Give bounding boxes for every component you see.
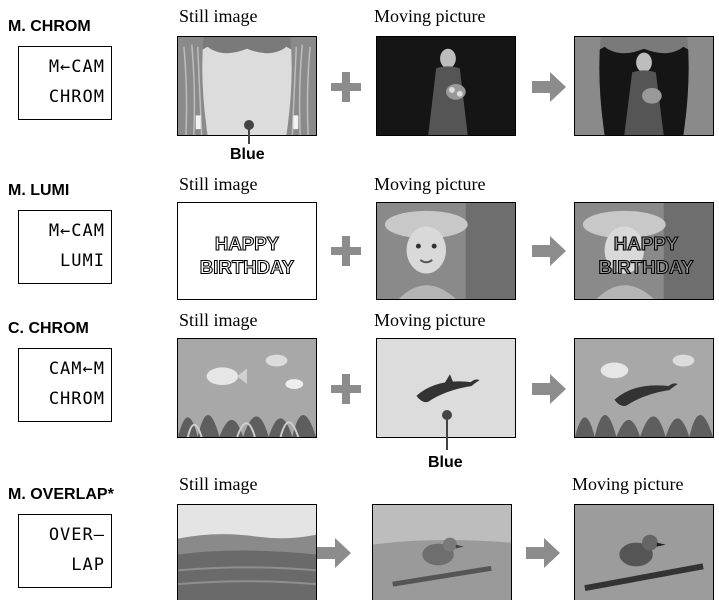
stage-curtain-image	[178, 37, 316, 135]
composited-dolphin-aquarium-image	[575, 339, 713, 437]
arrow-right-icon	[317, 538, 351, 568]
still-text-line-2: BIRTHDAY	[200, 257, 295, 278]
bird-over-landscape-image	[373, 505, 511, 600]
callout-blue-label: Blue	[428, 454, 463, 471]
moving-picture-woman-frame	[376, 36, 516, 136]
caption-moving-picture: Moving picture	[374, 310, 486, 330]
caption-still-image: Still image	[179, 174, 258, 194]
still-image-landscape-frame	[177, 504, 317, 600]
moving-picture-bird-frame	[574, 504, 714, 600]
caption-moving-picture: Moving picture	[572, 474, 684, 494]
plus-icon	[331, 374, 361, 404]
lcd-line-2: LAP	[71, 555, 105, 575]
mode-title-m-overlap: M. OVERLAP*	[8, 486, 114, 503]
still-image-aquarium-frame	[177, 338, 317, 438]
mode-title-m-lumi: M. LUMI	[8, 182, 70, 199]
overlap-transition-frame	[372, 504, 512, 600]
lcd-display-c-chrom: CAM←M CHROM	[18, 348, 112, 422]
girl-with-hat-image	[377, 203, 515, 299]
bird-on-branch-image	[575, 505, 713, 600]
callout-leader-line	[248, 126, 250, 144]
moving-picture-girl-frame	[376, 202, 516, 300]
plus-icon	[331, 236, 361, 266]
field-landscape-image	[178, 505, 316, 600]
lcd-line-2: CHROM	[48, 87, 105, 107]
still-image-curtain-frame	[177, 36, 317, 136]
result-text-line-2: BIRTHDAY	[598, 257, 694, 278]
callout-blue-label: Blue	[230, 146, 265, 163]
composited-curtain-woman-image	[575, 37, 713, 135]
result-m-chrom-frame	[574, 36, 714, 136]
caption-still-image: Still image	[179, 6, 258, 26]
callout-dot	[442, 410, 452, 420]
arrow-right-icon	[532, 72, 566, 102]
lcd-line-2: CHROM	[48, 389, 105, 409]
lcd-line-1: M←CAM	[48, 221, 105, 241]
caption-still-image: Still image	[179, 310, 258, 330]
result-m-lumi-frame: HAPPY BIRTHDAY	[574, 202, 714, 300]
caption-still-image: Still image	[179, 474, 258, 494]
result-text-line-1: HAPPY	[614, 233, 679, 254]
arrow-right-icon	[532, 374, 566, 404]
composited-birthday-girl-image: HAPPY BIRTHDAY	[575, 203, 713, 299]
arrow-right-icon	[532, 236, 566, 266]
lcd-line-2: LUMI	[60, 251, 105, 271]
still-image-birthday-frame: HAPPY BIRTHDAY	[177, 202, 317, 300]
lcd-line-1: CAM←M	[48, 359, 105, 379]
result-c-chrom-frame	[574, 338, 714, 438]
caption-moving-picture: Moving picture	[374, 6, 486, 26]
plus-icon	[331, 72, 361, 102]
happy-birthday-card-image: HAPPY BIRTHDAY	[199, 232, 295, 278]
caption-moving-picture: Moving picture	[374, 174, 486, 194]
callout-leader-line	[446, 416, 448, 450]
lcd-line-1: OVER–	[48, 525, 105, 545]
lcd-display-m-chrom: M←CAM CHROM	[18, 46, 112, 120]
woman-holding-bouquet-image	[377, 37, 515, 135]
callout-dot	[244, 120, 254, 130]
lcd-line-1: M←CAM	[48, 57, 105, 77]
lcd-display-m-overlap: OVER– LAP	[18, 514, 112, 588]
arrow-right-icon	[526, 538, 560, 568]
mode-title-c-chrom: C. CHROM	[8, 320, 89, 337]
mode-title-m-chrom: M. CHROM	[8, 18, 91, 35]
fish-and-coral-image	[178, 339, 316, 437]
lcd-display-m-lumi: M←CAM LUMI	[18, 210, 112, 284]
still-text-line-1: HAPPY	[215, 233, 280, 254]
